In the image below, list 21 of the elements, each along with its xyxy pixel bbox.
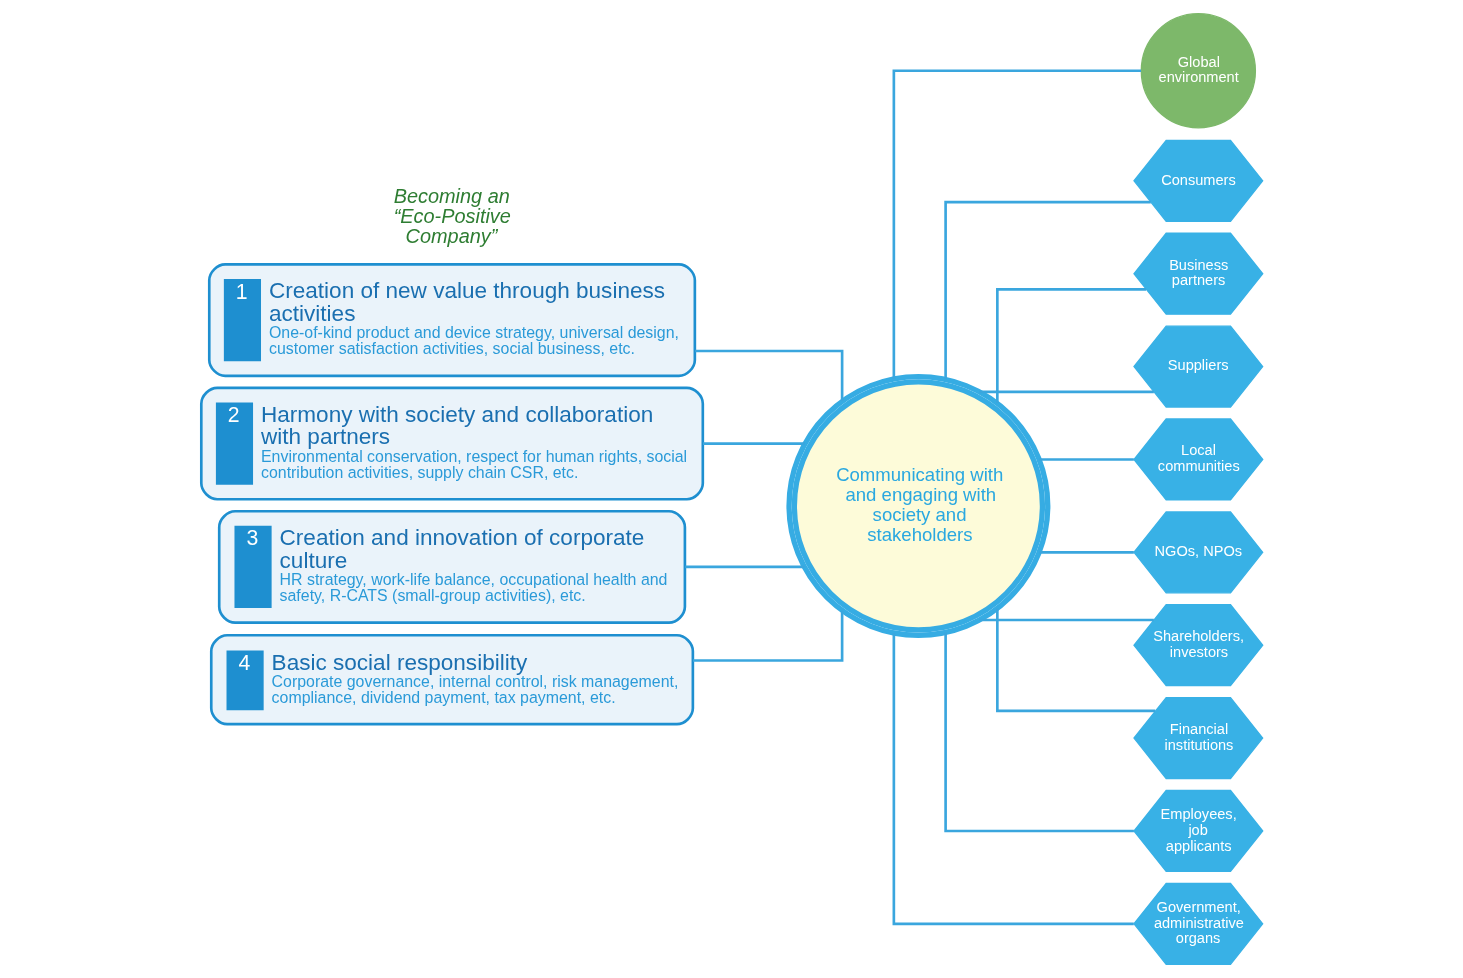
connector (979, 618, 1154, 622)
connector (995, 288, 1146, 404)
connector (995, 608, 1155, 713)
connector (892, 69, 1141, 379)
node-box: 1 Creation of new value through business activities One-of-kind product and device strategy, universal design, customer satisfaction activities, social business, etc. (207, 263, 696, 378)
label: Becoming an “Eco-Positive Company” (393, 184, 511, 247)
connector (694, 349, 843, 402)
connector (692, 610, 843, 662)
connector (684, 565, 804, 569)
connector (979, 390, 1154, 394)
node-box: 2 Harmony with society and collaboration with partners Environmental conservation, respect for human rights, social contribution activities, supply chain CSR, etc. (199, 386, 704, 501)
connector (943, 632, 1134, 833)
connector (1038, 551, 1134, 554)
connector (702, 442, 805, 445)
connector (943, 200, 1151, 380)
node-box: 3 Creation and innovation of corporate culture HR strategy, work-life balance, occupational health and safety, R-CATS (small-group activities), etc. (217, 509, 686, 624)
node-circle: Communicating with and engaging with society and stakeholders (785, 373, 1050, 638)
connector (892, 633, 1134, 926)
connector (1038, 458, 1134, 461)
node-circle: Global environment (1140, 13, 1256, 129)
node-box: 4 Basic social responsibility Corporate governance, internal control, risk management, compliance, dividend payment, tax payment, etc. (209, 633, 694, 726)
